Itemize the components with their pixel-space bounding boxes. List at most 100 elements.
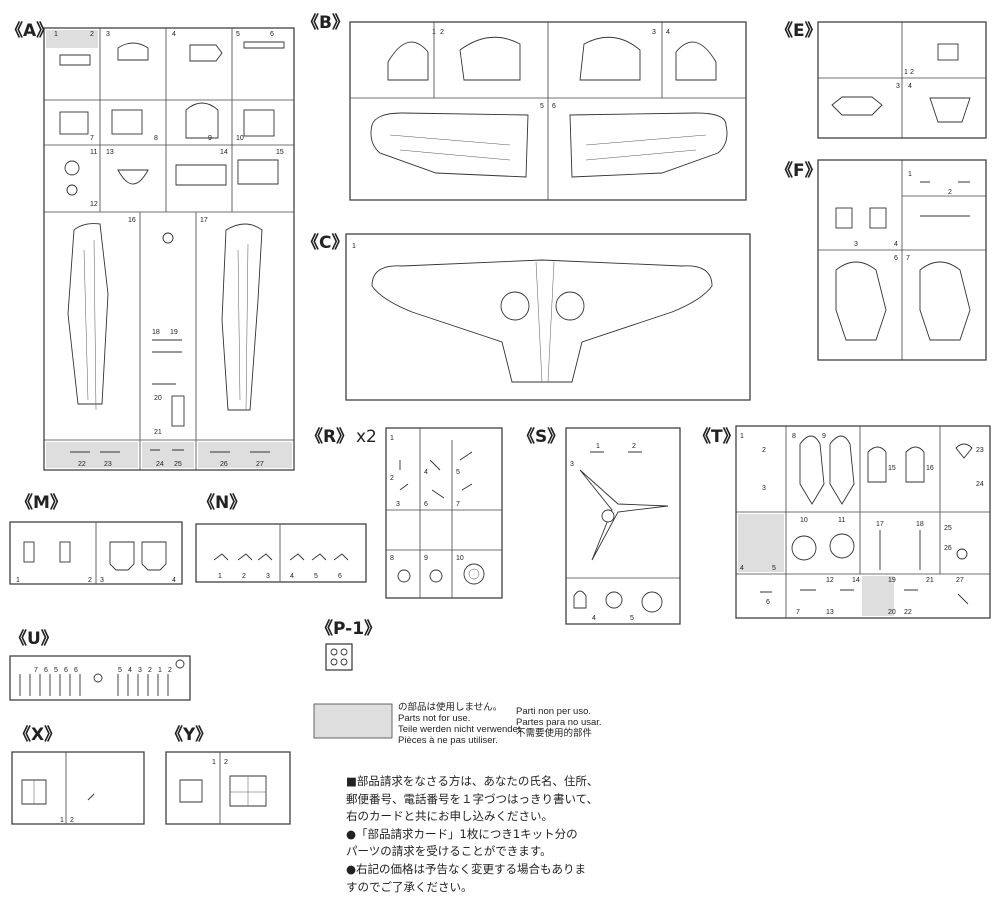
- part-number: 1: [60, 817, 64, 824]
- sprue-p1-label: 《P-1》: [316, 618, 381, 639]
- part-number: 24: [156, 461, 164, 468]
- legend-text: Parti non per uso.: [516, 706, 591, 717]
- part-number: 16: [128, 217, 136, 224]
- part-number: 5: [456, 469, 460, 476]
- note-line: パーツの請求を受けることができます。: [346, 844, 552, 859]
- part-number: 3: [570, 461, 574, 468]
- sprue-r: 《R》 x2 1 2 3 4 5 6 7 8 9 10: [306, 426, 503, 599]
- sprue-a: 《A》 1 2: [6, 20, 295, 471]
- part-number: 4: [666, 29, 670, 36]
- part-number: 11: [90, 149, 97, 156]
- part-number: 13: [826, 609, 834, 616]
- part-number: 15: [888, 465, 896, 472]
- part-number: 22: [904, 609, 912, 616]
- part-number: 5: [772, 565, 776, 572]
- part-number: 8: [792, 433, 796, 440]
- part-number: 3: [762, 485, 766, 492]
- part-number: 5: [236, 31, 240, 38]
- part-number: 1: [352, 243, 356, 250]
- part-number: 5: [118, 667, 122, 674]
- part-number: 3: [896, 83, 900, 90]
- legend-text: の部品は使用しません。: [398, 702, 503, 713]
- note-line: 郵便番号、電話番号を１字づつはっきり書いて、: [346, 791, 599, 806]
- part-number: 3: [396, 501, 400, 508]
- part-number: 7: [34, 667, 38, 674]
- sprue-m: 《M》 1 2 3 4: [9, 492, 183, 585]
- part-number: 4: [290, 573, 294, 580]
- part-number: 16: [926, 465, 934, 472]
- legend-text: 不需要使用的部件: [516, 728, 593, 739]
- part-number: 3: [266, 573, 270, 580]
- legend-col-1: の部品は使用しません。 Parts not for use. Teile wer…: [398, 702, 523, 746]
- sprue-r-multiplier: x2: [356, 427, 377, 447]
- part-number: 5: [314, 573, 318, 580]
- sprue-s: 《S》 1 2 3 4 5: [518, 426, 681, 625]
- part-number: 9: [208, 135, 212, 142]
- sprue-f-label: 《F》: [776, 160, 822, 181]
- part-number: 2: [390, 475, 394, 482]
- parts-request-notes: ■部品請求をなさる方は、あなたの氏名、住所、 郵便番号、電話番号を１字づつはっき…: [346, 773, 676, 896]
- part-number: 17: [876, 521, 884, 528]
- sprue-e-label: 《E》: [776, 20, 822, 41]
- part-number: 1: [16, 577, 20, 584]
- note-line: すのでご了承ください。: [346, 879, 473, 894]
- part-number: 25: [944, 525, 952, 532]
- part-number: 26: [220, 461, 228, 468]
- legend-text: Teile werden nicht verwendet.: [398, 724, 524, 735]
- part-number: 4: [172, 31, 176, 38]
- part-number: 7: [456, 501, 460, 508]
- sprue-e: 《E》 1 2 3 4: [776, 20, 987, 139]
- part-number: 2: [148, 667, 152, 674]
- sprue-b: 《B》 1 2 3 4 5 6: [302, 12, 747, 201]
- part-number: 10: [456, 555, 464, 562]
- part-number: 18: [916, 521, 924, 528]
- sprue-x-label: 《X》: [14, 724, 61, 745]
- sprue-y: 《Y》 1 2: [165, 724, 291, 825]
- part-number: 23: [104, 461, 112, 468]
- note-line: ■部品請求をなさる方は、あなたの氏名、住所、: [346, 774, 599, 788]
- part-number: 2: [224, 759, 228, 766]
- part-number: 6: [424, 501, 428, 508]
- part-number: 2: [440, 29, 444, 36]
- part-number: 4: [424, 469, 428, 476]
- sprue-t: 《T》 1 2 3 4 5 6 7 8 9 10 11 12 13 14 15 …: [694, 425, 991, 619]
- part-number: 3: [106, 31, 110, 38]
- part-number: 6: [270, 31, 274, 38]
- part-number: 10: [236, 135, 244, 142]
- note-line: ●「部品請求カード」1枚につき1キット分の: [346, 826, 578, 841]
- part-number: 4: [908, 83, 912, 90]
- part-number: 1: [212, 759, 216, 766]
- part-number: 25: [174, 461, 182, 468]
- part-number: 1: [390, 435, 394, 442]
- part-number: 2: [242, 573, 246, 580]
- part-number: 8: [154, 135, 158, 142]
- part-number: 13: [106, 149, 114, 156]
- legend-text: Pièces à ne pas utiliser.: [398, 735, 498, 746]
- part-number: 2: [948, 189, 952, 196]
- sprue-u: 《U》 7 6 5 6 6 5 4 3 2 1 2: [9, 628, 191, 701]
- part-number: 22: [78, 461, 86, 468]
- part-number: 27: [956, 577, 964, 584]
- note-line: 右のカードと共にお申し込みください。: [346, 809, 553, 824]
- part-number: 14: [220, 149, 228, 156]
- part-number: 1: [54, 31, 58, 38]
- note-line: ●右記の価格は予告なく変更する場合もありま: [346, 861, 587, 876]
- part-number: 2: [90, 31, 94, 38]
- part-number: 18: [152, 329, 160, 336]
- part-number: 21: [154, 429, 162, 436]
- part-number: 24: [976, 481, 984, 488]
- part-number: 12: [90, 201, 98, 208]
- sprue-m-label: 《M》: [16, 492, 67, 513]
- part-number: 14: [852, 577, 860, 584]
- sprue-n-label: 《N》: [198, 492, 246, 513]
- part-number: 2: [632, 443, 636, 450]
- part-number: 1: [740, 433, 744, 440]
- part-number: 6: [338, 573, 342, 580]
- part-number: 1: [432, 29, 436, 36]
- part-number: 12: [826, 577, 834, 584]
- part-number: 15: [276, 149, 284, 156]
- part-number: 27: [256, 461, 264, 468]
- part-number: 6: [552, 103, 556, 110]
- part-number: 2: [70, 817, 74, 824]
